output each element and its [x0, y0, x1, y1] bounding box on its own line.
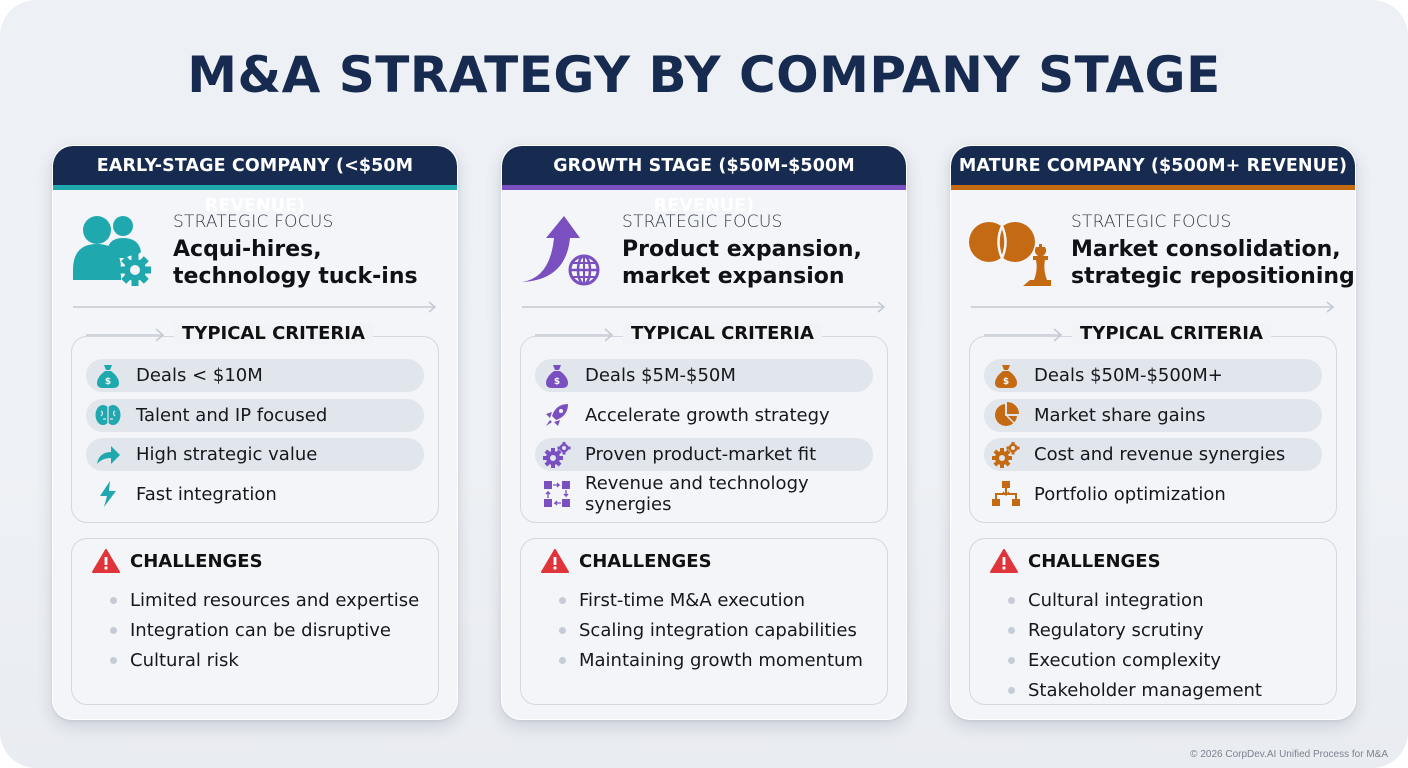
divider-arrow: [971, 301, 1335, 313]
brain-icon: [94, 401, 122, 429]
challenges-title: CHALLENGES: [130, 550, 263, 572]
challenges-title: CHALLENGES: [1028, 550, 1161, 572]
criteria-item: High strategic value: [86, 438, 424, 471]
criteria-item: $ Deals $5M-$50M: [535, 359, 873, 392]
card-header: MATURE COMPANY ($500M+ REVENUE): [951, 146, 1355, 190]
criteria-label: Deals $50M-$500M+: [1034, 365, 1223, 386]
criteria-label: High strategic value: [136, 444, 318, 465]
svg-text:$: $: [554, 377, 560, 387]
criteria-label: Accelerate growth strategy: [585, 404, 830, 426]
focus-label: STRATEGIC FOCUS: [1071, 212, 1232, 232]
criteria-label: Proven product-market fit: [585, 444, 817, 465]
challenge-item: Stakeholder management: [1008, 675, 1262, 705]
challenge-item: Cultural integration: [1008, 585, 1262, 615]
criteria-item: Fast integration: [86, 478, 424, 511]
focus-value: Acqui-hires, technology tuck-ins: [173, 237, 418, 289]
challenges-section: CHALLENGES Limited resources and experti…: [71, 538, 439, 705]
challenge-item: Integration can be disruptive: [110, 615, 419, 645]
warning-icon: [541, 549, 569, 573]
copyright-footer: © 2026 CorpDev.AI Unified Process for M&…: [1190, 749, 1388, 760]
svg-text:$: $: [1003, 377, 1009, 387]
pie-chart-icon: [992, 401, 1020, 429]
typical-criteria: TYPICAL CRITERIA $ Deals $5M-$50M Accele…: [520, 323, 888, 523]
criteria-item: Talent and IP focused: [86, 398, 424, 432]
criteria-item: $ Deals $50M-$500M+: [984, 359, 1322, 392]
section-arrow-icon: [984, 328, 1063, 342]
criteria-item: Revenue and technology synergies: [535, 473, 873, 515]
focus-value: Market consolidation, strategic repositi…: [1071, 237, 1355, 289]
challenge-item: Limited resources and expertise: [110, 585, 419, 615]
criteria-label: Deals < $10M: [136, 365, 263, 386]
criteria-item: Cost and revenue synergies: [984, 438, 1322, 471]
strategic-focus: STRATEGIC FOCUS Product expansion, marke…: [520, 208, 892, 308]
money-bag-icon: $: [543, 362, 571, 390]
criteria-item: Accelerate growth strategy: [535, 399, 873, 432]
money-bag-icon: $: [94, 362, 122, 390]
focus-label: STRATEGIC FOCUS: [622, 212, 783, 232]
challenges-section: CHALLENGES Cultural integration Regulato…: [969, 538, 1337, 705]
strategic-focus: STRATEGIC FOCUS Acqui-hires, technology …: [71, 208, 443, 308]
criteria-item: Portfolio optimization: [984, 478, 1322, 511]
focus-value: Product expansion, market expansion: [622, 237, 862, 289]
warning-icon: [990, 549, 1018, 573]
challenge-item: Maintaining growth momentum: [559, 645, 863, 675]
challenges-title: CHALLENGES: [579, 550, 712, 572]
criteria-label: Fast integration: [136, 483, 277, 505]
card-header: GROWTH STAGE ($50M-$500M REVENUE): [502, 146, 906, 216]
challenge-item: Regulatory scrutiny: [1008, 615, 1262, 645]
criteria-item: Proven product-market fit: [535, 438, 873, 471]
challenge-item: Scaling integration capabilities: [559, 615, 863, 645]
warning-icon: [92, 549, 120, 573]
card-early-stage: EARLY-STAGE COMPANY (<$50M REVENUE): [52, 145, 458, 720]
synergy-flow-icon: [543, 480, 571, 508]
criteria-item: $ Deals < $10M: [86, 359, 424, 392]
challenge-item: First-time M&A execution: [559, 585, 863, 615]
gears-icon: [992, 441, 1020, 469]
challenge-item: Cultural risk: [110, 645, 419, 675]
forward-arrow-icon: [94, 441, 122, 469]
criteria-title: TYPICAL CRITERIA: [1072, 323, 1271, 344]
challenges-section: CHALLENGES First-time M&A execution Scal…: [520, 538, 888, 705]
gears-icon: [543, 441, 571, 469]
people-gear-icon: [73, 216, 151, 286]
section-arrow-icon: [535, 328, 614, 342]
criteria-label: Talent and IP focused: [136, 404, 328, 426]
rocket-icon: [543, 401, 571, 429]
challenge-item: Execution complexity: [1008, 645, 1262, 675]
divider-arrow: [522, 301, 886, 313]
criteria-title: TYPICAL CRITERIA: [174, 323, 373, 344]
typical-criteria: TYPICAL CRITERIA $ Deals < $10M Talent a…: [71, 323, 439, 523]
growth-arrow-globe-icon: [522, 216, 601, 287]
page-title: M&A STRATEGY BY COMPANY STAGE: [187, 46, 1221, 104]
criteria-label: Revenue and technology synergies: [585, 473, 809, 515]
criteria-label: Market share gains: [1034, 404, 1206, 426]
criteria-label: Cost and revenue synergies: [1034, 444, 1286, 465]
overlap-chess-king-icon: [969, 222, 1053, 288]
card-header: EARLY-STAGE COMPANY (<$50M REVENUE): [53, 146, 457, 216]
criteria-item: Market share gains: [984, 398, 1322, 432]
typical-criteria: TYPICAL CRITERIA $ Deals $50M-$500M+ Mar…: [969, 323, 1337, 523]
strategic-focus: STRATEGIC FOCUS Market consolidation, st…: [969, 208, 1355, 308]
lightning-icon: [94, 480, 122, 508]
org-chart-icon: [992, 480, 1020, 508]
svg-text:$: $: [105, 377, 111, 387]
card-mature-company: MATURE COMPANY ($500M+ REVENUE) STRATEGI…: [950, 145, 1356, 720]
card-growth-stage: GROWTH STAGE ($50M-$500M REVENUE) STRATE…: [501, 145, 907, 720]
money-bag-icon: $: [992, 362, 1020, 390]
criteria-label: Deals $5M-$50M: [585, 365, 736, 386]
focus-label: STRATEGIC FOCUS: [173, 212, 334, 232]
section-arrow-icon: [86, 328, 165, 342]
divider-arrow: [73, 301, 437, 313]
criteria-title: TYPICAL CRITERIA: [623, 323, 822, 344]
criteria-label: Portfolio optimization: [1034, 483, 1226, 505]
